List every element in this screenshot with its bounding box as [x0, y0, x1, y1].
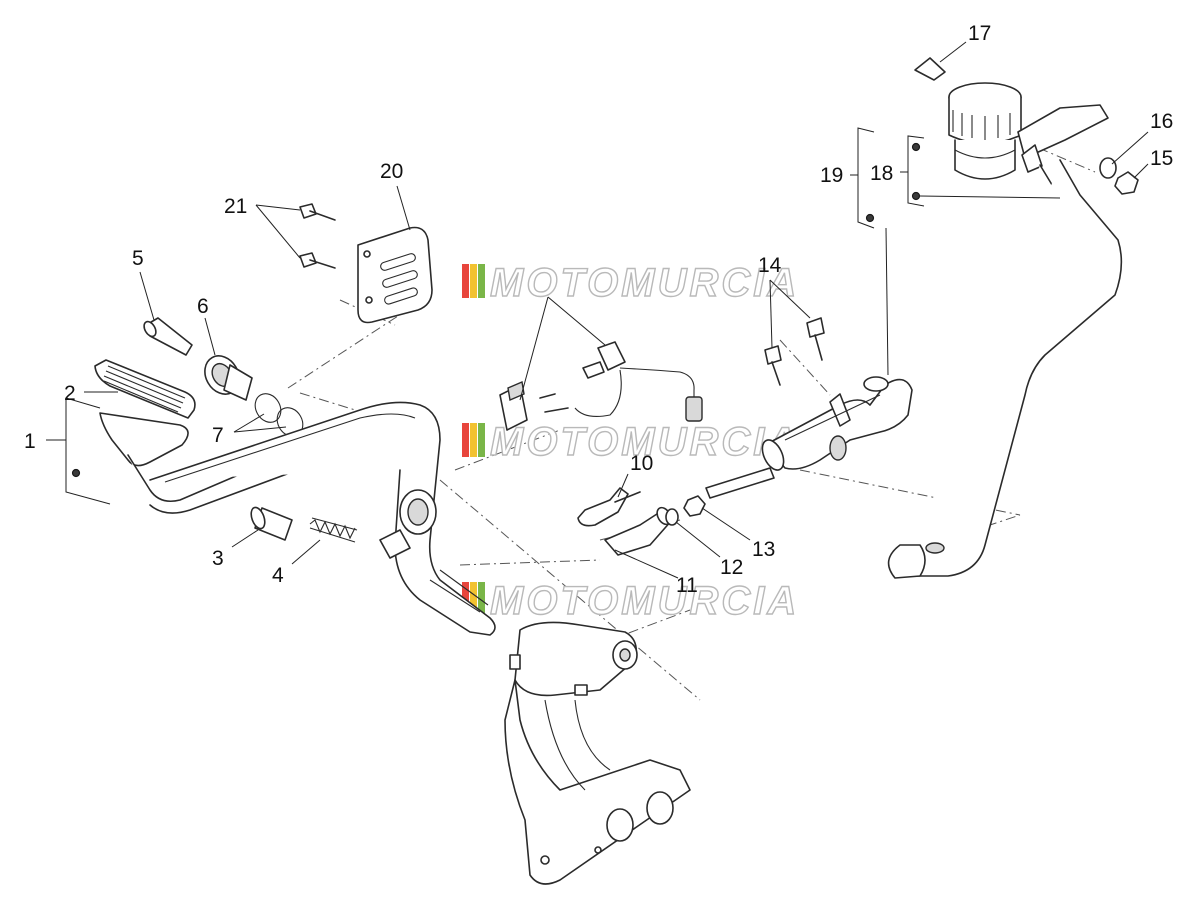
reservoir-cap-screw	[914, 57, 946, 81]
callout-13: 13	[752, 538, 775, 561]
callout-21: 21	[224, 195, 247, 218]
pivot-bushing	[204, 355, 253, 401]
rod-washer	[665, 508, 679, 526]
watermark-label-middle: MOTOMURCIA	[490, 420, 799, 464]
reservoir-hose	[887, 159, 1123, 579]
rod-nut	[683, 495, 706, 517]
pedal-sleeve	[250, 506, 293, 541]
plate-screws	[299, 203, 336, 269]
callout-18: 18	[870, 162, 893, 185]
brake-pedal	[71, 401, 496, 636]
master-cylinder	[705, 376, 913, 499]
callout-12: 12	[720, 556, 743, 579]
watermark-label-bottom: MOTOMURCIA	[490, 579, 799, 623]
watermark-bottom: MOTOMURCIA	[462, 578, 799, 624]
callout-14: 14	[758, 254, 782, 277]
callout-11: 11	[676, 574, 698, 597]
reference-dots	[865, 142, 921, 223]
callout-2: 2	[64, 382, 76, 405]
callout-10: 10	[630, 452, 653, 475]
leader-lines	[46, 41, 1149, 579]
clevis-clip	[577, 487, 641, 527]
callout-5: 5	[132, 247, 144, 270]
brake-light-switch	[499, 341, 703, 431]
callout-19: 19	[820, 164, 843, 187]
callout-20: 20	[380, 160, 403, 183]
callout-4: 4	[272, 564, 284, 587]
fluid-reservoir	[948, 82, 1022, 180]
watermark-top: MOTOMURCIA	[462, 260, 799, 306]
pivot-bolt	[143, 317, 193, 356]
callout-17: 17	[968, 22, 991, 45]
footpeg-bracket	[504, 621, 691, 885]
watermark-label-top: MOTOMURCIA	[490, 261, 799, 305]
callout-6: 6	[197, 295, 209, 318]
mount-washer-nut	[1099, 157, 1139, 195]
heel-guard-plate	[357, 226, 433, 324]
cylinder-bolts	[764, 317, 825, 386]
callout-16: 16	[1150, 110, 1173, 133]
watermark-middle: MOTOMURCIA	[462, 419, 799, 465]
reservoir-mount-tab	[1017, 104, 1109, 173]
callout-numbers: 1 2 3 4 5 6 7 10 11 12 13 14 15 16 17 18…	[24, 22, 1173, 597]
callout-15: 15	[1150, 147, 1173, 170]
return-spring	[309, 517, 358, 543]
callout-7: 7	[212, 424, 224, 447]
callout-1: 1	[24, 430, 36, 453]
pedal-rubber-pad	[94, 359, 196, 419]
callout-3: 3	[212, 547, 224, 570]
